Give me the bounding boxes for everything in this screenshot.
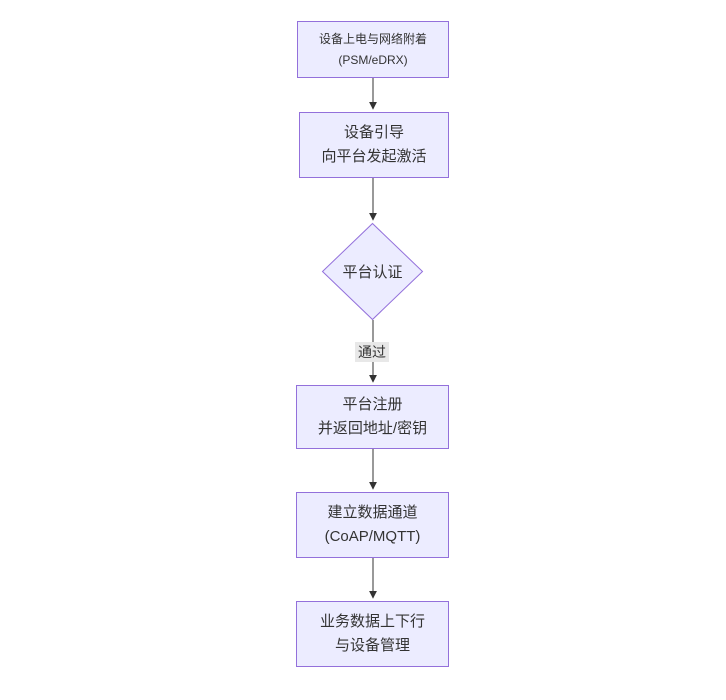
node-text-line: 平台注册 [342,396,403,413]
node-text-line: (CoAP/MQTT) [324,528,421,545]
node-text-line: 与设备管理 [334,637,410,654]
decision-label: 平台认证 [342,264,403,281]
node-text-line: 并返回地址/密钥 [317,420,428,437]
node-business-data: 业务数据上下行 与设备管理 [296,601,449,667]
node-text-line: 建立数据通道 [327,504,418,521]
node-power-network-attach: 设备上电与网络附着 (PSM/eDRX) [297,21,449,78]
node-text-line: (PSM/eDRX) [338,52,408,67]
node-platform-register: 平台注册 并返回地址/密钥 [296,385,449,449]
node-data-channel: 建立数据通道 (CoAP/MQTT) [296,492,449,558]
node-text-line: 业务数据上下行 [319,613,425,630]
node-device-bootstrap: 设备引导 向平台发起激活 [299,112,449,178]
edge-label-pass: 通过 [355,342,389,362]
decision-platform-auth: 平台认证 [321,222,424,321]
node-text-line: 设备上电与网络附着 [318,31,427,46]
node-text-line: 向平台发起激活 [321,148,427,165]
diamond-shape [321,222,424,321]
node-text-line: 设备引导 [343,124,404,141]
